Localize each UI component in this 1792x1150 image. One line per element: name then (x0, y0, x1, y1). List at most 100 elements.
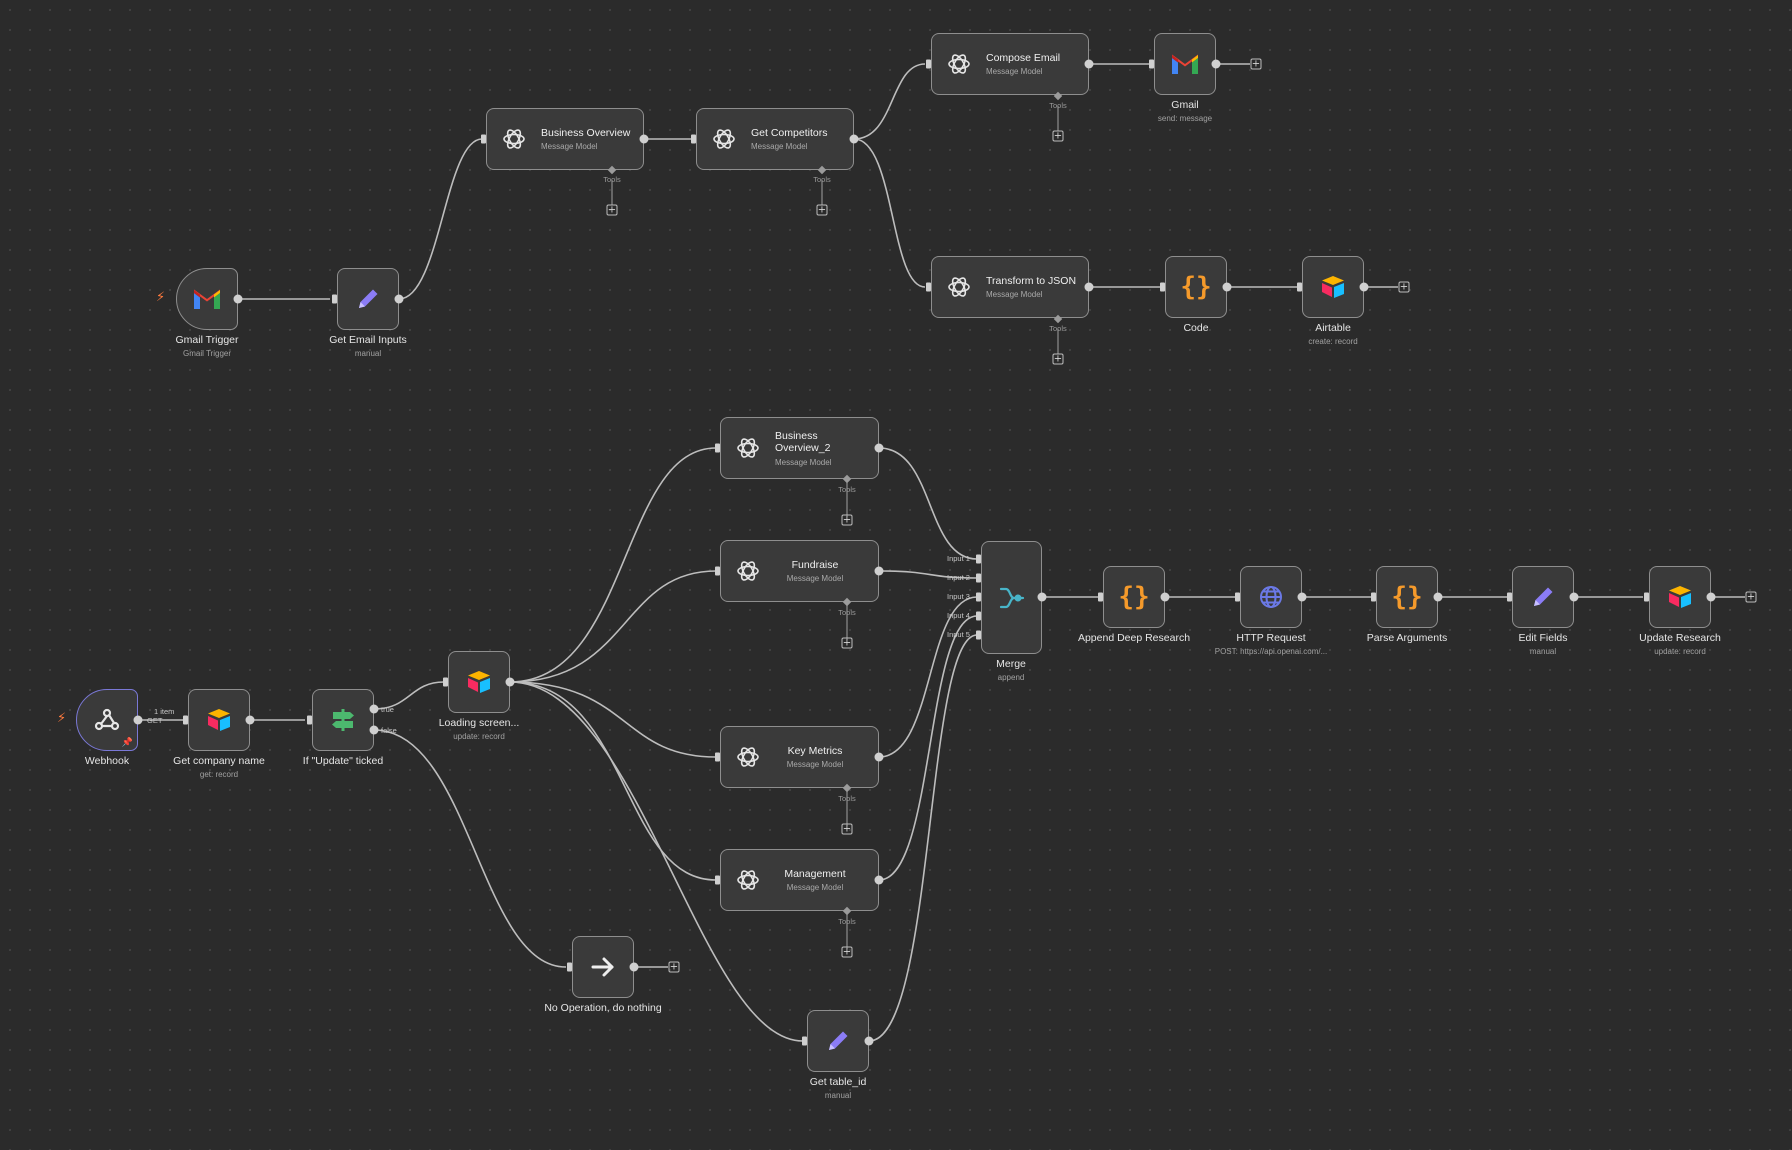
port-out-code[interactable] (1222, 282, 1232, 292)
port-in-get-email-inputs[interactable] (332, 294, 337, 304)
port-in-update-research[interactable] (1644, 592, 1649, 602)
node-title: Edit Fields (1518, 632, 1568, 644)
add-node-button[interactable]: + (1398, 281, 1410, 293)
signpost-icon (329, 707, 357, 733)
port-out-business-overview-2[interactable] (874, 443, 884, 453)
add-tool-button[interactable]: + (606, 204, 618, 216)
port-in-business-overview-2[interactable] (715, 443, 720, 453)
port-out-compose-email[interactable] (1084, 59, 1094, 69)
port-in-get-table-id[interactable] (802, 1036, 807, 1046)
port-out-if-true[interactable] (369, 704, 379, 714)
port-out-update-research[interactable] (1706, 592, 1716, 602)
node-airtable[interactable] (1302, 256, 1364, 318)
port-in-if-update-ticked[interactable] (307, 715, 312, 725)
node-update-research[interactable] (1649, 566, 1711, 628)
port-out-business-overview[interactable] (639, 134, 649, 144)
node-code[interactable]: {} (1165, 256, 1227, 318)
port-out-edit-fields[interactable] (1569, 592, 1579, 602)
port-in-business-overview[interactable] (481, 134, 486, 144)
node-append-deep-research[interactable]: {} (1103, 566, 1165, 628)
port-in-code[interactable] (1160, 282, 1165, 292)
port-in-gmail[interactable] (1149, 59, 1154, 69)
port-out-get-table-id[interactable] (864, 1036, 874, 1046)
port-in-http-request[interactable] (1235, 592, 1240, 602)
add-tool-button[interactable]: + (841, 514, 853, 526)
port-out-loading-screen[interactable] (505, 677, 515, 687)
port-in-parse-arguments[interactable] (1371, 592, 1376, 602)
port-out-merge[interactable] (1037, 592, 1047, 602)
port-in-merge-4[interactable] (976, 611, 981, 621)
pin-icon: 📌 (121, 738, 133, 748)
add-tool-button[interactable]: + (1052, 130, 1064, 142)
port-in-merge-1[interactable] (976, 554, 981, 564)
airtable-icon (1320, 275, 1346, 299)
node-merge[interactable] (981, 541, 1042, 654)
node-get-table-id[interactable] (807, 1010, 869, 1072)
port-out-management[interactable] (874, 875, 884, 885)
port-out-parse-arguments[interactable] (1433, 592, 1443, 602)
port-in-merge-3[interactable] (976, 592, 981, 602)
port-out-no-operation[interactable] (629, 962, 639, 972)
add-node-button[interactable]: + (1250, 58, 1262, 70)
port-out-fundraise[interactable] (874, 566, 884, 576)
port-in-loading-screen[interactable] (443, 677, 448, 687)
pencil-icon (354, 285, 382, 313)
port-in-get-company-name[interactable] (183, 715, 188, 725)
port-in-compose-email[interactable] (926, 59, 931, 69)
node-no-operation[interactable] (572, 936, 634, 998)
add-node-button[interactable]: + (1745, 591, 1757, 603)
port-out-webhook[interactable] (133, 715, 143, 725)
gmail-icon (193, 288, 221, 310)
port-out-key-metrics[interactable] (874, 752, 884, 762)
port-out-get-email-inputs[interactable] (394, 294, 404, 304)
add-node-button[interactable]: + (668, 961, 680, 973)
node-parse-arguments[interactable]: {} (1376, 566, 1438, 628)
port-in-get-competitors[interactable] (691, 134, 696, 144)
node-title: Gmail Trigger (175, 334, 239, 346)
add-tool-button[interactable]: + (841, 823, 853, 835)
node-webhook[interactable]: 📌 (76, 689, 138, 751)
node-gmail-trigger[interactable] (176, 268, 238, 330)
port-out-http-request[interactable] (1297, 592, 1307, 602)
port-out-get-company-name[interactable] (245, 715, 255, 725)
port-in-transform-to-json[interactable] (926, 282, 931, 292)
node-if-update-ticked[interactable] (312, 689, 374, 751)
port-in-edit-fields[interactable] (1507, 592, 1512, 602)
node-loading-screen[interactable] (448, 651, 510, 713)
add-tool-button[interactable]: + (841, 637, 853, 649)
port-in-merge-5[interactable] (976, 630, 981, 640)
node-get-email-inputs[interactable] (337, 268, 399, 330)
port-out-airtable[interactable] (1359, 282, 1369, 292)
node-edit-fields[interactable] (1512, 566, 1574, 628)
port-out-append-deep-research[interactable] (1160, 592, 1170, 602)
port-out-gmail[interactable] (1211, 59, 1221, 69)
edge-keymetrics-merge (878, 596, 978, 758)
node-get-company-name[interactable] (188, 689, 250, 751)
port-in-no-operation[interactable] (567, 962, 572, 972)
port-in-append-deep-research[interactable] (1098, 592, 1103, 602)
node-gmail[interactable] (1154, 33, 1216, 95)
port-out-get-competitors[interactable] (849, 134, 859, 144)
port-out-transform-to-json[interactable] (1084, 282, 1094, 292)
port-in-management[interactable] (715, 875, 720, 885)
port-out-gmail-trigger[interactable] (233, 294, 243, 304)
node-http-request[interactable] (1240, 566, 1302, 628)
trigger-bolt-icon: ⚡ (156, 290, 166, 305)
port-out-if-false[interactable] (369, 725, 379, 735)
add-tool-button[interactable]: + (841, 946, 853, 958)
port-in-fundraise[interactable] (715, 566, 720, 576)
port-in-key-metrics[interactable] (715, 752, 720, 762)
add-tool-button[interactable]: + (816, 204, 828, 216)
add-tool-button[interactable]: + (1052, 353, 1064, 365)
openai-icon (735, 558, 761, 584)
port-in-merge-2[interactable] (976, 573, 981, 583)
port-in-airtable[interactable] (1297, 282, 1302, 292)
